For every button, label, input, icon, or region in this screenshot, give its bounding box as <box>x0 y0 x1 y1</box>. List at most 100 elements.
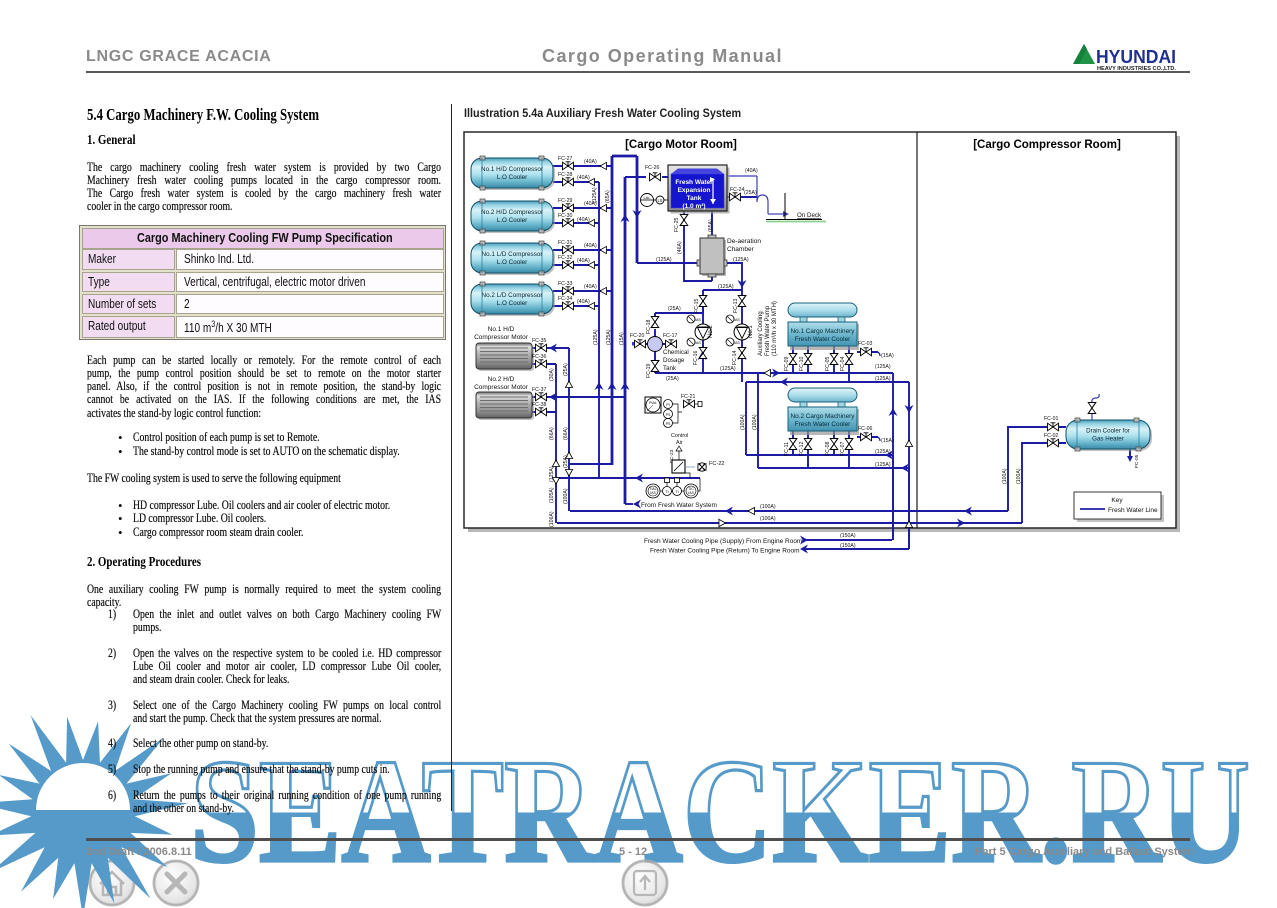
svg-text:On Deck: On Deck <box>797 212 822 219</box>
svg-text:(125A): (125A) <box>875 364 891 370</box>
svg-text:L.O Cooler: L.O Cooler <box>497 300 527 307</box>
svg-text:(1.0 m³): (1.0 m³) <box>682 203 705 210</box>
svg-text:IAS: IAS <box>695 341 701 345</box>
svg-text:(40A): (40A) <box>577 217 590 223</box>
svg-text:IAS: IAS <box>650 491 656 495</box>
svg-text:(40A): (40A) <box>584 243 597 249</box>
svg-text:LS: LS <box>657 198 662 203</box>
svg-text:(125A): (125A) <box>875 449 891 455</box>
svg-text:Control: Control <box>671 433 688 439</box>
svg-text:(100A): (100A) <box>1016 468 1022 484</box>
svg-text:(65A): (65A) <box>605 190 611 203</box>
svg-text:FC-11: FC-11 <box>784 442 790 456</box>
svg-text:L.O Cooler: L.O Cooler <box>497 174 527 181</box>
svg-text:FC-12: FC-12 <box>799 441 805 456</box>
svg-text:(40A): (40A) <box>584 159 597 165</box>
svg-text:LAL: LAL <box>643 195 651 200</box>
svg-text:FC-18: FC-18 <box>646 319 652 334</box>
svg-text:FC-02: FC-02 <box>1044 433 1059 439</box>
svg-text:No.1 H/D Compressor: No.1 H/D Compressor <box>481 166 543 173</box>
svg-text:No.2 H/D Compressor: No.2 H/D Compressor <box>481 209 543 216</box>
svg-text:L.O Cooler: L.O Cooler <box>497 217 527 224</box>
svg-text:Fresh Water Line: Fresh Water Line <box>1108 507 1158 514</box>
svg-text:(15A): (15A) <box>619 332 625 345</box>
svg-text:FC-28: FC-28 <box>558 172 573 178</box>
svg-text:Drain Cooler for: Drain Cooler for <box>1086 428 1130 435</box>
svg-text:(150A): (150A) <box>840 533 856 539</box>
svg-text:(125A): (125A) <box>593 329 599 345</box>
svg-text:FC-23: FC-23 <box>669 449 675 463</box>
svg-text:(125A): (125A) <box>592 187 598 203</box>
svg-text:No.1: No.1 <box>748 325 754 338</box>
svg-text:[Cargo Motor Room]: [Cargo Motor Room] <box>625 139 737 151</box>
svg-text:Air: Air <box>676 440 683 446</box>
svg-text:(25A): (25A) <box>744 190 757 196</box>
svg-text:FC-05: FC-05 <box>825 356 831 371</box>
svg-text:(25A): (25A) <box>563 455 569 468</box>
svg-text:FC-19: FC-19 <box>646 363 652 378</box>
svg-text:(125A): (125A) <box>606 329 612 345</box>
svg-text:No.2 Cargo Machinery: No.2 Cargo Machinery <box>791 413 856 420</box>
svg-text:TIAL: TIAL <box>649 487 656 491</box>
svg-text:(40A): (40A) <box>577 175 590 181</box>
svg-text:FC-13: FC-13 <box>733 298 739 313</box>
svg-text:No.1 H/D: No.1 H/D <box>488 326 515 333</box>
svg-text:Dosage: Dosage <box>663 357 685 364</box>
svg-text:Fresh Water: Fresh Water <box>675 179 713 186</box>
svg-text:FC-05: FC-05 <box>1134 454 1140 468</box>
svg-text:(15A): (15A) <box>881 353 894 359</box>
svg-text:FC-38: FC-38 <box>532 402 547 408</box>
svg-text:Tank: Tank <box>663 365 677 372</box>
svg-text:(100A): (100A) <box>563 488 569 504</box>
svg-text:FC-25: FC-25 <box>674 217 680 232</box>
svg-text:(100A): (100A) <box>760 504 776 510</box>
svg-text:FC-35: FC-35 <box>532 338 547 344</box>
svg-text:FC-10: FC-10 <box>799 356 805 371</box>
svg-text:FC-36: FC-36 <box>532 354 547 360</box>
svg-text:Auxiliary Cooling: Auxiliary Cooling <box>758 311 764 356</box>
svg-text:IAS: IAS <box>734 341 740 345</box>
svg-text:Tank: Tank <box>687 195 702 202</box>
svg-text:FC-30: FC-30 <box>558 213 573 219</box>
svg-text:IAS: IAS <box>695 318 701 322</box>
svg-text:FC-27: FC-27 <box>558 156 573 162</box>
svg-text:Chemical: Chemical <box>663 349 689 356</box>
svg-text:(25A): (25A) <box>666 376 679 382</box>
svg-text:FC-04: FC-04 <box>840 356 846 371</box>
svg-text:De-aeration: De-aeration <box>727 238 761 245</box>
svg-text:FC-29: FC-29 <box>558 198 573 204</box>
svg-text:[Cargo Compressor Room]: [Cargo Compressor Room] <box>973 139 1121 151</box>
svg-text:TI: TI <box>675 490 678 494</box>
svg-text:FC-21: FC-21 <box>681 394 696 400</box>
svg-text:No.1 Cargo Machinery: No.1 Cargo Machinery <box>791 328 856 335</box>
svg-text:(46A): (46A) <box>677 241 683 254</box>
svg-text:Fresh Water Cooling Pipe (Retu: Fresh Water Cooling Pipe (Return) To Eng… <box>650 548 800 555</box>
svg-text:FC-24: FC-24 <box>730 187 745 193</box>
svg-text:FC-15: FC-15 <box>694 298 700 313</box>
svg-text:FC-07: FC-07 <box>840 441 846 456</box>
svg-text:From Fresh Water System: From Fresh Water System <box>641 502 717 509</box>
svg-text:Gas Heater: Gas Heater <box>1092 436 1124 443</box>
svg-text:Expansion: Expansion <box>678 187 711 194</box>
svg-text:FC-06: FC-06 <box>858 426 873 432</box>
svg-text:(65A): (65A) <box>708 219 714 232</box>
svg-text:Fresh Water Cooler: Fresh Water Cooler <box>795 336 851 343</box>
svg-text:(25A): (25A) <box>668 306 681 312</box>
svg-text:FC-32: FC-32 <box>558 255 573 261</box>
svg-text:IAS: IAS <box>688 491 694 495</box>
svg-text:(125A): (125A) <box>875 376 891 382</box>
svg-text:(125A): (125A) <box>718 284 734 290</box>
svg-text:TI: TI <box>665 490 668 494</box>
svg-text:(110 m³/h x 30 MTH): (110 m³/h x 30 MTH) <box>772 301 778 356</box>
svg-text:No.2: No.2 <box>708 325 714 338</box>
svg-text:(40A): (40A) <box>745 168 758 174</box>
svg-text:(30A): (30A) <box>549 368 555 381</box>
svg-text:(40A): (40A) <box>584 201 597 207</box>
svg-text:No.2 L/D Compressor: No.2 L/D Compressor <box>482 292 543 299</box>
svg-text:(40A): (40A) <box>577 258 590 264</box>
svg-text:FC-26: FC-26 <box>645 165 660 171</box>
svg-text:(15A): (15A) <box>881 438 894 444</box>
svg-text:FC-14: FC-14 <box>732 350 738 365</box>
svg-text:(125A): (125A) <box>720 366 736 372</box>
svg-text:(100A): (100A) <box>1002 468 1008 484</box>
